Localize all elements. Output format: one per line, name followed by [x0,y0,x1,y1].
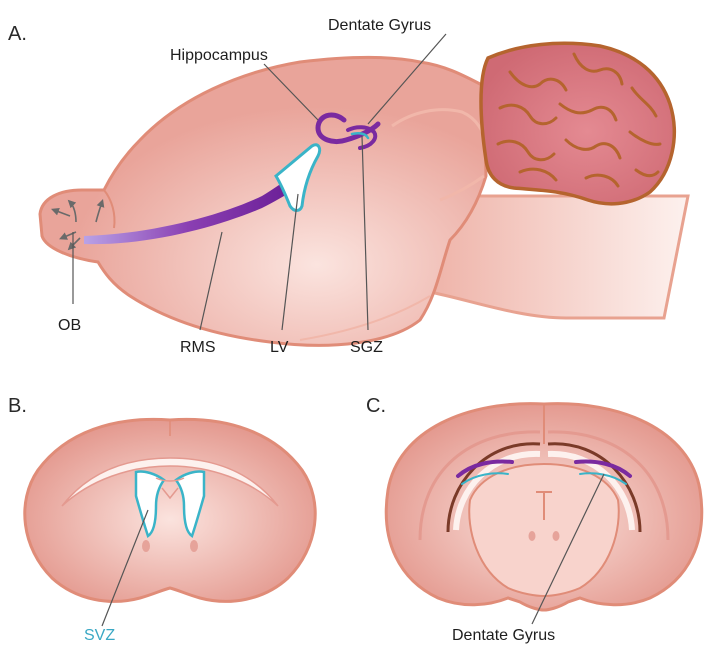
label-lv: LV [270,339,289,356]
label-rms: RMS [180,339,216,356]
label-ob: OB [58,317,81,334]
label-svz: SVZ [84,627,115,644]
label-sgz: SGZ [350,339,383,356]
label-dentate-gyrus-bottom: Dentate Gyrus [452,627,555,644]
panel-label-c: C. [366,395,386,417]
label-hippocampus: Hippocampus [170,47,268,64]
label-dentate-gyrus-top: Dentate Gyrus [328,17,431,34]
coronal-section-c [386,404,701,610]
cerebellum [481,43,674,204]
panel-label-b: B. [8,395,27,417]
coronal-section-b [25,419,315,601]
panel-label-a: A. [8,23,27,45]
